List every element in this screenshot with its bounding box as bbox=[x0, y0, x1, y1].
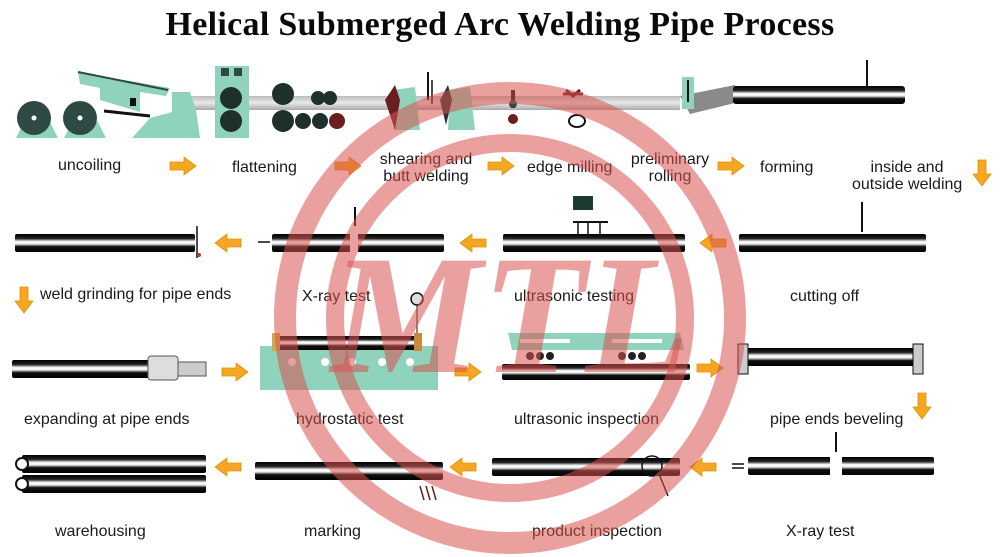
arrow-left-icon bbox=[214, 457, 242, 477]
step-label-flattening: flattening bbox=[232, 159, 297, 176]
arrow-right-icon bbox=[221, 362, 249, 382]
step-label-ultrasonic-testing: ultrasonic testing bbox=[514, 288, 635, 305]
pipe-expanding bbox=[12, 355, 207, 381]
arrow-down-icon bbox=[14, 286, 34, 314]
arrow-left-icon bbox=[689, 457, 717, 477]
formed-pipe bbox=[733, 60, 905, 104]
hydrostatic-test-machine bbox=[260, 292, 438, 390]
arrow-right-icon bbox=[717, 156, 745, 176]
step-label-preliminary-rolling: preliminary rolling bbox=[628, 151, 712, 185]
step-label-line: shearing and bbox=[379, 151, 473, 168]
marking-pipe bbox=[255, 462, 443, 501]
step-label-warehousing: warehousing bbox=[55, 523, 146, 540]
step-label-line: preliminary bbox=[630, 151, 710, 168]
step-label-weld-grinding: weld grinding for pipe ends bbox=[40, 286, 232, 303]
step-label-xray-test-2: X-ray test bbox=[786, 523, 855, 540]
ultrasonic-inspection-machine bbox=[502, 333, 690, 380]
pressure-gauge-icon bbox=[410, 292, 424, 306]
arrow-right-icon bbox=[487, 156, 515, 176]
step-label-product-inspection: product inspection bbox=[532, 523, 662, 540]
step-label-xray-test: X-ray test bbox=[302, 288, 371, 305]
page-title: Helical Submerged Arc Welding Pipe Proce… bbox=[165, 6, 835, 43]
step-label-forming: forming bbox=[760, 159, 814, 176]
pipe-xray-test bbox=[258, 207, 444, 254]
arrow-right-icon bbox=[334, 156, 362, 176]
arrow-down-icon bbox=[912, 392, 932, 420]
arrow-right-icon bbox=[169, 156, 197, 176]
flattening-machine bbox=[215, 66, 345, 138]
warehousing-pipes bbox=[15, 455, 206, 493]
step-label-line: rolling bbox=[648, 168, 692, 185]
arrow-down-icon bbox=[972, 159, 992, 187]
steel-strip bbox=[180, 96, 680, 110]
step-label-expanding: expanding at pipe ends bbox=[24, 411, 190, 428]
step-label-uncoiling: uncoiling bbox=[58, 157, 122, 174]
step-label-line: butt welding bbox=[383, 168, 469, 185]
uncoiler-machine bbox=[16, 71, 200, 138]
pipe-beveling bbox=[737, 343, 924, 375]
step-label-edge-milling: edge milling bbox=[527, 159, 613, 176]
step-label-pipe-ends-beveling: pipe ends beveling bbox=[770, 411, 904, 428]
arrow-left-icon bbox=[449, 457, 477, 477]
step-label-line: outside welding bbox=[852, 176, 963, 193]
pipe-cutting-off bbox=[739, 202, 926, 252]
step-label-ultrasonic-inspection: ultrasonic inspection bbox=[514, 411, 659, 428]
step-label-shearing: shearing and butt welding bbox=[376, 151, 476, 185]
arrow-right-icon bbox=[696, 358, 724, 378]
step-label-hydrostatic-test: hydrostatic test bbox=[296, 411, 404, 428]
arrow-left-icon bbox=[699, 233, 727, 253]
product-inspection-pipe bbox=[492, 455, 680, 497]
pipe-weld-grinding bbox=[15, 226, 201, 258]
pipe-xray-test-2 bbox=[732, 432, 934, 477]
arrow-right-icon bbox=[454, 362, 482, 382]
step-label-line: inside and bbox=[870, 159, 944, 176]
step-label-welding: inside and outside welding bbox=[852, 159, 962, 193]
arrow-left-icon bbox=[459, 233, 487, 253]
step-label-cutting-off: cutting off bbox=[790, 288, 860, 305]
pipe-ultrasonic-testing bbox=[503, 196, 685, 252]
step-label-marking: marking bbox=[304, 523, 361, 540]
arrow-left-icon bbox=[214, 233, 242, 253]
